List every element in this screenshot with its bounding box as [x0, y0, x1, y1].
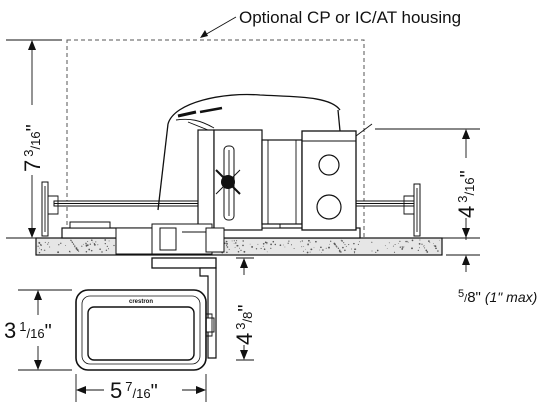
callout-leader [202, 16, 237, 37]
dim-housing-height-label: 43/16" [454, 170, 479, 218]
dim-ceiling-thickness-label: 5/8"(1" max) [458, 288, 537, 306]
optional-housing-outline [66, 39, 365, 239]
ceiling-board [35, 237, 443, 256]
dim-total-height: 73/16" [6, 39, 62, 239]
device-screen [87, 306, 195, 361]
dim-driver-height-label: 43/8" [232, 305, 257, 345]
driver-assembly [197, 129, 303, 231]
wiring [157, 93, 341, 211]
dim-ceiling-thickness: 5/8"(1" max) [446, 232, 537, 306]
dim-total-height-label: 73/16" [20, 124, 45, 172]
callout-arrowhead [200, 30, 208, 38]
knockout-upper [318, 154, 340, 176]
dim-driver-height: 43/8" [232, 257, 257, 361]
touch-panel-device: crestron [75, 289, 213, 371]
junction-box [301, 109, 373, 231]
lower-connector [115, 223, 225, 255]
knockout-lower [316, 194, 342, 220]
dim-housing-height: 43/16" [375, 128, 480, 239]
housing-callout-label: Optional CP or IC/AT housing [239, 8, 461, 27]
device-brand-text: crestron [129, 299, 153, 305]
